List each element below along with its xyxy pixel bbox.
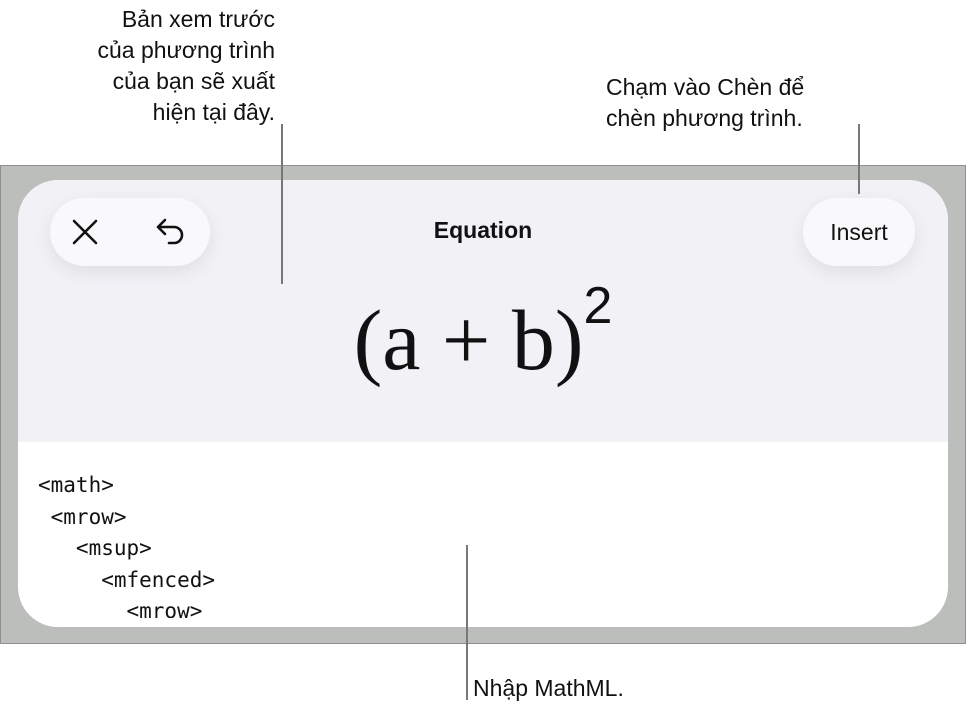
insert-callout: Chạm vào Chèn để chèn phương trình. <box>606 74 805 131</box>
mathml-callout-line <box>466 545 468 700</box>
insert-callout-line <box>858 124 860 194</box>
equation-preview: (a + b)2 <box>18 277 948 390</box>
code-line: <mrow> <box>38 504 127 529</box>
preview-callout-line <box>281 124 283 284</box>
undo-icon[interactable] <box>153 214 189 250</box>
mathml-callout: Nhập MathML. <box>473 675 624 701</box>
equation-exponent: 2 <box>583 277 613 335</box>
left-button-group <box>50 198 210 266</box>
code-line: <math> <box>38 473 114 497</box>
mathml-editor[interactable]: <math> <mrow> <msup> <mfenced> <mrow> <box>38 470 215 618</box>
close-icon[interactable] <box>67 214 103 250</box>
insert-button[interactable]: Insert <box>803 198 915 266</box>
code-line: <msup> <box>38 536 152 560</box>
code-line: <mrow> <box>38 599 203 618</box>
equation-base: (a + b) <box>353 292 584 388</box>
preview-callout: Bản xem trước của phương trình của bạn s… <box>97 6 275 125</box>
preview-area: Equation Insert (a + b)2 <box>18 180 948 442</box>
equation-panel: Equation Insert (a + b)2 <math> <mrow> <… <box>18 180 948 627</box>
code-line: <mfenced> <box>38 567 216 592</box>
panel-title: Equation <box>433 217 533 243</box>
